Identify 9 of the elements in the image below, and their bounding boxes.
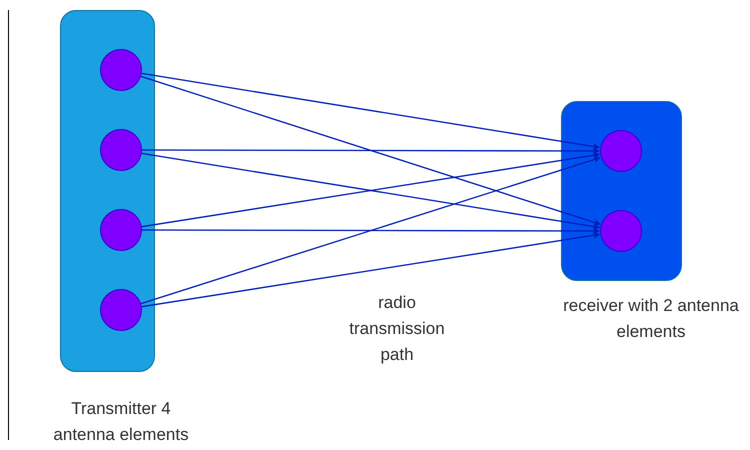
panel-caption: receiver with 2 antenna elements	[563, 295, 739, 343]
signal-arrow	[142, 232, 600, 308]
panel-caption: Transmitter 4 antenna elements	[52, 398, 190, 446]
path-label: radio transmission path	[348, 292, 446, 366]
signal-arrow	[142, 72, 600, 150]
signal-arrow	[142, 227, 600, 234]
signal-arrow	[142, 147, 600, 154]
signal-arrow	[140, 156, 601, 304]
signal-arrow	[140, 76, 601, 226]
